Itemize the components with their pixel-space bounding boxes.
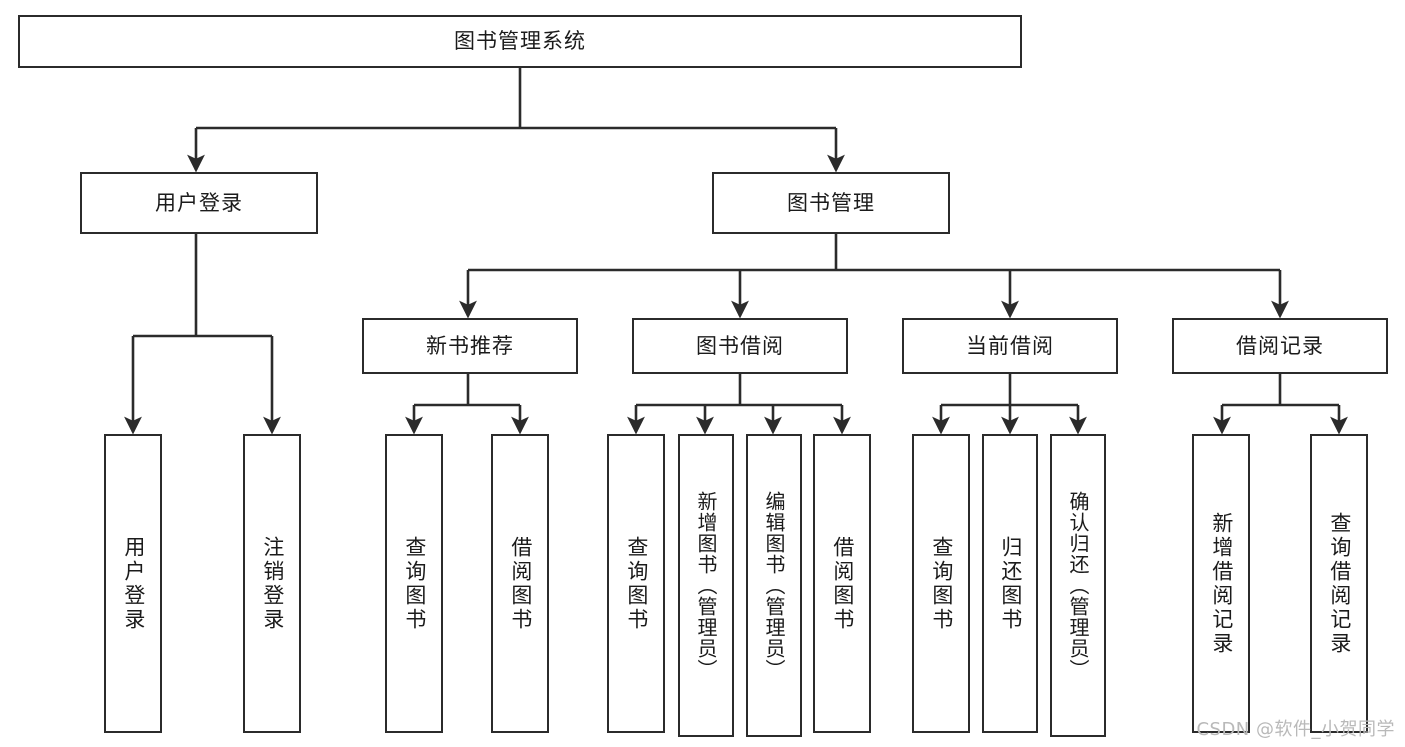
node-root-label: 图书管理系统 — [454, 29, 586, 54]
node-book-manage[interactable]: 图书管理 — [712, 172, 950, 234]
leaf-user-logout-label: 注销登录 — [260, 535, 285, 632]
node-book-manage-label: 图书管理 — [787, 190, 875, 215]
leaf-add-record-label: 新增借阅记录 — [1209, 511, 1234, 656]
leaf-confirm-return-label: 确认归还（管理员） — [1066, 491, 1090, 680]
node-new-book-recommend-label: 新书推荐 — [426, 333, 514, 358]
leaf-query-record-label: 查询借阅记录 — [1327, 511, 1352, 656]
node-user-login-label: 用户登录 — [155, 190, 243, 215]
leaf-add-book[interactable]: 新增图书（管理员） — [678, 434, 734, 737]
node-book-borrow[interactable]: 图书借阅 — [632, 318, 848, 374]
leaf-query-book-2[interactable]: 查询图书 — [607, 434, 665, 733]
leaf-borrow-book-1[interactable]: 借阅图书 — [491, 434, 549, 733]
node-user-login[interactable]: 用户登录 — [80, 172, 318, 234]
leaf-return-book-label: 归还图书 — [998, 535, 1023, 632]
leaf-edit-book-label: 编辑图书（管理员） — [762, 491, 786, 680]
node-root[interactable]: 图书管理系统 — [18, 15, 1022, 68]
leaf-confirm-return[interactable]: 确认归还（管理员） — [1050, 434, 1106, 737]
leaf-query-book-2-label: 查询图书 — [624, 535, 649, 632]
leaf-add-record[interactable]: 新增借阅记录 — [1192, 434, 1250, 733]
node-borrow-record-label: 借阅记录 — [1236, 333, 1324, 358]
leaf-user-login[interactable]: 用户登录 — [104, 434, 162, 733]
leaf-return-book[interactable]: 归还图书 — [982, 434, 1038, 733]
leaf-borrow-book-1-label: 借阅图书 — [508, 535, 533, 632]
watermark: CSDN @软件_小贺同学 — [1196, 719, 1395, 740]
node-new-book-recommend[interactable]: 新书推荐 — [362, 318, 578, 374]
node-book-borrow-label: 图书借阅 — [696, 333, 784, 358]
leaf-query-record[interactable]: 查询借阅记录 — [1310, 434, 1368, 733]
leaf-user-logout[interactable]: 注销登录 — [243, 434, 301, 733]
leaf-query-book-3[interactable]: 查询图书 — [912, 434, 970, 733]
leaf-query-book-1[interactable]: 查询图书 — [385, 434, 443, 733]
node-current-borrow-label: 当前借阅 — [966, 333, 1054, 358]
leaf-borrow-book-2[interactable]: 借阅图书 — [813, 434, 871, 733]
leaf-query-book-1-label: 查询图书 — [402, 535, 427, 632]
leaf-edit-book[interactable]: 编辑图书（管理员） — [746, 434, 802, 737]
node-borrow-record[interactable]: 借阅记录 — [1172, 318, 1388, 374]
node-current-borrow[interactable]: 当前借阅 — [902, 318, 1118, 374]
leaf-query-book-3-label: 查询图书 — [929, 535, 954, 632]
leaf-user-login-label: 用户登录 — [121, 535, 146, 632]
leaf-borrow-book-2-label: 借阅图书 — [830, 535, 855, 632]
leaf-add-book-label: 新增图书（管理员） — [694, 491, 718, 680]
